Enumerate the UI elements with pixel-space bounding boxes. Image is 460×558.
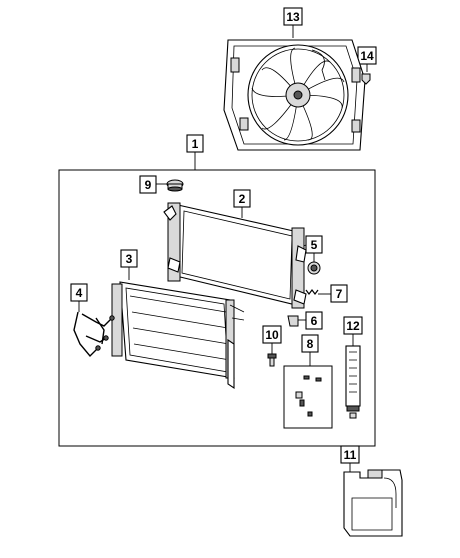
fan-clip[interactable] <box>361 73 371 85</box>
retainer-clip[interactable] <box>305 289 319 295</box>
callout-6-label: 6 <box>311 314 318 328</box>
callout-3[interactable]: 3 <box>120 249 138 268</box>
callout-12-label: 12 <box>346 319 360 333</box>
callout-9[interactable]: 9 <box>139 175 157 194</box>
callout-9-label: 9 <box>145 178 152 192</box>
assembly-group-box <box>58 169 376 447</box>
callout-1[interactable]: 1 <box>186 134 204 153</box>
callout-12[interactable]: 12 <box>343 316 363 335</box>
coolant-hose[interactable] <box>345 345 361 419</box>
callout-5[interactable]: 5 <box>305 235 323 254</box>
callout-4[interactable]: 4 <box>70 283 88 302</box>
bolt[interactable] <box>267 353 277 367</box>
callout-6[interactable]: 6 <box>305 311 323 330</box>
radiator[interactable] <box>163 202 307 309</box>
callout-7[interactable]: 7 <box>330 284 348 303</box>
cooler-lines[interactable] <box>73 311 115 358</box>
ac-condenser[interactable] <box>111 281 245 390</box>
radiator-cap[interactable] <box>166 179 184 192</box>
callout-8-label: 8 <box>307 337 314 351</box>
callout-13[interactable]: 13 <box>283 7 303 26</box>
radiator-seal[interactable] <box>307 261 321 275</box>
callout-14-label: 14 <box>360 49 374 63</box>
callout-3-label: 3 <box>126 252 133 266</box>
radiator-bracket[interactable] <box>287 315 299 327</box>
cooling-fan-assembly[interactable] <box>223 39 366 151</box>
callout-14[interactable]: 14 <box>357 46 377 65</box>
callout-10-label: 10 <box>265 328 279 342</box>
callout-10[interactable]: 10 <box>262 325 282 344</box>
callout-11[interactable]: 11 <box>340 445 360 464</box>
callout-7-label: 7 <box>336 287 343 301</box>
callout-13-label: 13 <box>286 10 300 24</box>
callout-2[interactable]: 2 <box>233 189 251 208</box>
coolant-container[interactable] <box>343 469 403 537</box>
hardware-kit[interactable] <box>283 365 333 429</box>
callout-8[interactable]: 8 <box>301 334 319 353</box>
callout-1-label: 1 <box>192 137 199 151</box>
callout-2-label: 2 <box>239 192 246 206</box>
callout-4-label: 4 <box>76 286 83 300</box>
callout-11-label: 11 <box>344 448 357 462</box>
callout-5-label: 5 <box>311 238 318 252</box>
